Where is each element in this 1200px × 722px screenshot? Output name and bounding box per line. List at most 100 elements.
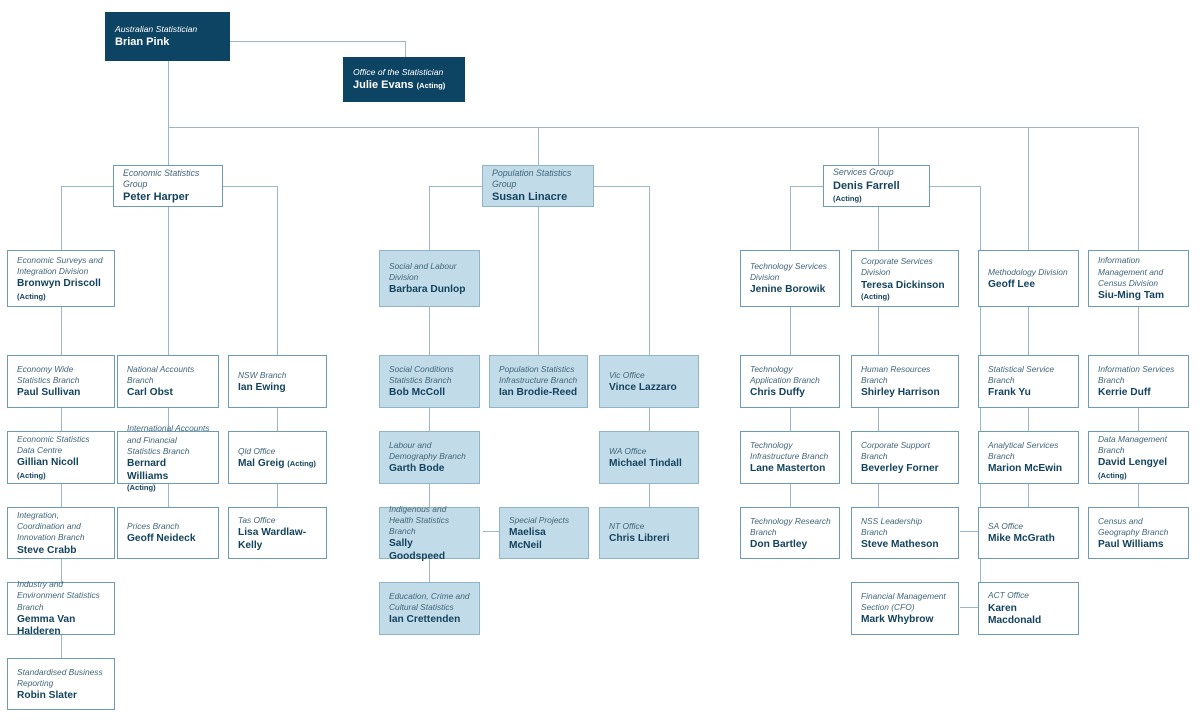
- node-title: Qld Office: [238, 445, 276, 456]
- node-labour-demography-branch[interactable]: Labour and Demography Branch Garth Bode: [379, 431, 480, 484]
- node-prices-branch[interactable]: Prices Branch Geoff Neideck: [117, 507, 219, 559]
- node-name: Julie Evans (Acting): [353, 79, 446, 92]
- node-name: Mal Greig (Acting): [238, 457, 316, 469]
- node-qld-office[interactable]: Qld Office Mal Greig (Acting): [228, 431, 327, 484]
- node-name: Peter Harper: [123, 191, 190, 204]
- node-title: Information Management and Census Divisi…: [1098, 255, 1164, 288]
- node-title: Population Statistics Group: [492, 168, 572, 190]
- acting-label: (Acting): [833, 194, 862, 204]
- node-corporate-services-division[interactable]: Corporate Services Division Teresa Dicki…: [851, 250, 959, 307]
- node-title: NSS Leadership Branch: [861, 515, 922, 537]
- acting-label: (Acting): [287, 458, 316, 468]
- node-nss-leadership-branch[interactable]: NSS Leadership Branch Steve Matheson: [851, 507, 959, 559]
- node-economic-surveys-integration[interactable]: Economic Surveys and Integration Divisio…: [7, 250, 115, 307]
- node-methodology-division[interactable]: Methodology Division Geoff Lee: [978, 250, 1079, 307]
- connector-line: [878, 408, 879, 431]
- connector-line: [61, 484, 62, 507]
- node-title: Data Management Branch: [1098, 433, 1167, 455]
- connector-line: [429, 186, 430, 250]
- node-indigenous-health-statistics[interactable]: Indigenous and Health Statistics Branch …: [379, 504, 480, 562]
- node-act-office[interactable]: ACT Office Karen Macdonald: [978, 582, 1079, 635]
- node-title: National Accounts Branch: [127, 364, 195, 386]
- node-title: Economic Statistics Data Centre: [17, 433, 90, 455]
- connector-line: [1138, 408, 1139, 431]
- connector-line: [429, 484, 430, 507]
- node-services-group[interactable]: Services Group Denis Farrell (Acting): [823, 165, 930, 207]
- node-corporate-support-branch[interactable]: Corporate Support Branch Beverley Forner: [851, 431, 959, 484]
- connector-line: [168, 127, 1138, 128]
- node-name: Don Bartley: [750, 538, 808, 550]
- node-office-of-statistician[interactable]: Office of the Statistician Julie Evans (…: [343, 57, 465, 102]
- node-name: Shirley Harrison: [861, 387, 940, 399]
- node-australian-statistician[interactable]: Australian Statistician Brian Pink: [105, 12, 230, 61]
- node-title: Information Services Branch: [1098, 364, 1175, 386]
- node-financial-management-section[interactable]: Financial Management Section (CFO) Mark …: [851, 582, 959, 635]
- node-population-statistics-group[interactable]: Population Statistics Group Susan Linacr…: [482, 165, 594, 207]
- connector-line: [878, 127, 879, 165]
- node-title: International Accounts and Financial Sta…: [127, 423, 210, 456]
- node-economy-wide-statistics[interactable]: Economy Wide Statistics Branch Paul Sull…: [7, 355, 115, 408]
- node-technology-infrastructure-branch[interactable]: Technology Infrastructure Branch Lane Ma…: [740, 431, 840, 484]
- node-national-accounts-branch[interactable]: National Accounts Branch Carl Obst: [117, 355, 219, 408]
- node-analytical-services-branch[interactable]: Analytical Services Branch Marion McEwin: [978, 431, 1079, 484]
- connector-line: [61, 408, 62, 431]
- node-name: Ian Brodie-Reed: [499, 387, 578, 399]
- node-name: Bernard Williams: [127, 457, 169, 482]
- node-title: Economic Statistics Group: [123, 168, 200, 190]
- node-name: Robin Slater: [17, 689, 78, 701]
- node-wa-office[interactable]: WA Office Michael Tindall: [599, 431, 699, 484]
- node-sa-office[interactable]: SA Office Mike McGrath: [978, 507, 1079, 559]
- node-title: Corporate Support Branch: [861, 440, 930, 462]
- node-human-resources-branch[interactable]: Human Resources Branch Shirley Harrison: [851, 355, 959, 408]
- node-title: WA Office: [609, 445, 647, 456]
- node-title: Vic Office: [609, 369, 645, 380]
- node-population-statistics-infrastructure[interactable]: Population Statistics Infrastructure Bra…: [489, 355, 588, 408]
- node-information-services-branch[interactable]: Information Services Branch Kerrie Duff: [1088, 355, 1189, 408]
- node-international-accounts-financial[interactable]: International Accounts and Financial Sta…: [117, 423, 219, 492]
- node-tas-office[interactable]: Tas Office Lisa Wardlaw-Kelly: [228, 507, 327, 559]
- node-name: Paul Williams: [1098, 538, 1164, 550]
- node-nsw-branch[interactable]: NSW Branch Ian Ewing: [228, 355, 327, 408]
- node-technology-application-branch[interactable]: Technology Application Branch Chris Duff…: [740, 355, 840, 408]
- node-title: Standardised Business Reporting: [17, 666, 103, 688]
- node-nt-office[interactable]: NT Office Chris Libreri: [599, 507, 699, 559]
- node-name: Siu-Ming Tam: [1098, 290, 1165, 302]
- node-social-conditions-statistics[interactable]: Social Conditions Statistics Branch Bob …: [379, 355, 480, 408]
- connector-line: [790, 484, 791, 507]
- connector-line: [230, 41, 405, 42]
- node-vic-office[interactable]: Vic Office Vince Lazzaro: [599, 355, 699, 408]
- node-education-crime-cultural[interactable]: Education, Crime and Cultural Statistics…: [379, 582, 480, 635]
- node-name: David Lengyel (Acting): [1098, 457, 1168, 480]
- node-title: Prices Branch: [127, 521, 180, 532]
- node-name: Gillian Nicoll (Acting): [17, 457, 79, 480]
- node-social-labour-division[interactable]: Social and Labour Division Barbara Dunlo…: [379, 250, 480, 307]
- node-census-geography-branch[interactable]: Census and Geography Branch Paul William…: [1088, 507, 1189, 559]
- node-name: Beverley Forner: [861, 463, 939, 475]
- node-title: Integration, Coordination and Innovation…: [17, 509, 85, 543]
- node-name: Gemma Van Halderen: [17, 613, 76, 638]
- connector-line: [277, 408, 278, 431]
- node-data-management-branch[interactable]: Data Management Branch David Lengyel (Ac…: [1088, 431, 1189, 484]
- node-special-projects[interactable]: Special Projects Maelisa McNeil: [499, 507, 589, 559]
- node-name: Bob McColl: [389, 387, 446, 399]
- node-name: Jenine Borowik: [750, 284, 826, 296]
- connector-line: [1138, 484, 1139, 507]
- node-industry-environment-statistics[interactable]: Industry and Environment Statistics Bran…: [7, 579, 115, 637]
- node-integration-coordination-innovation[interactable]: Integration, Coordination and Innovation…: [7, 507, 115, 559]
- node-title: Analytical Services Branch: [988, 440, 1059, 462]
- node-economic-statistics-group[interactable]: Economic Statistics Group Peter Harper: [113, 165, 223, 207]
- node-standardised-business-reporting[interactable]: Standardised Business Reporting Robin Sl…: [7, 658, 115, 710]
- connector-line: [1028, 484, 1029, 507]
- node-technology-research-branch[interactable]: Technology Research Branch Don Bartley: [740, 507, 840, 559]
- node-title: Services Group: [833, 167, 894, 178]
- node-title: Tas Office: [238, 514, 276, 525]
- node-name: Chris Duffy: [750, 387, 805, 399]
- node-economic-statistics-data-centre[interactable]: Economic Statistics Data Centre Gillian …: [7, 431, 115, 484]
- node-title: Technology Infrastructure Branch: [750, 440, 829, 462]
- node-statistical-service-branch[interactable]: Statistical Service Branch Frank Yu: [978, 355, 1079, 408]
- connector-line: [1138, 127, 1139, 250]
- node-title: Technology Application Branch: [750, 364, 820, 386]
- node-technology-services-division[interactable]: Technology Services Division Jenine Boro…: [740, 250, 840, 307]
- connector-line: [429, 559, 430, 582]
- node-information-management-census-division[interactable]: Information Management and Census Divisi…: [1088, 250, 1189, 307]
